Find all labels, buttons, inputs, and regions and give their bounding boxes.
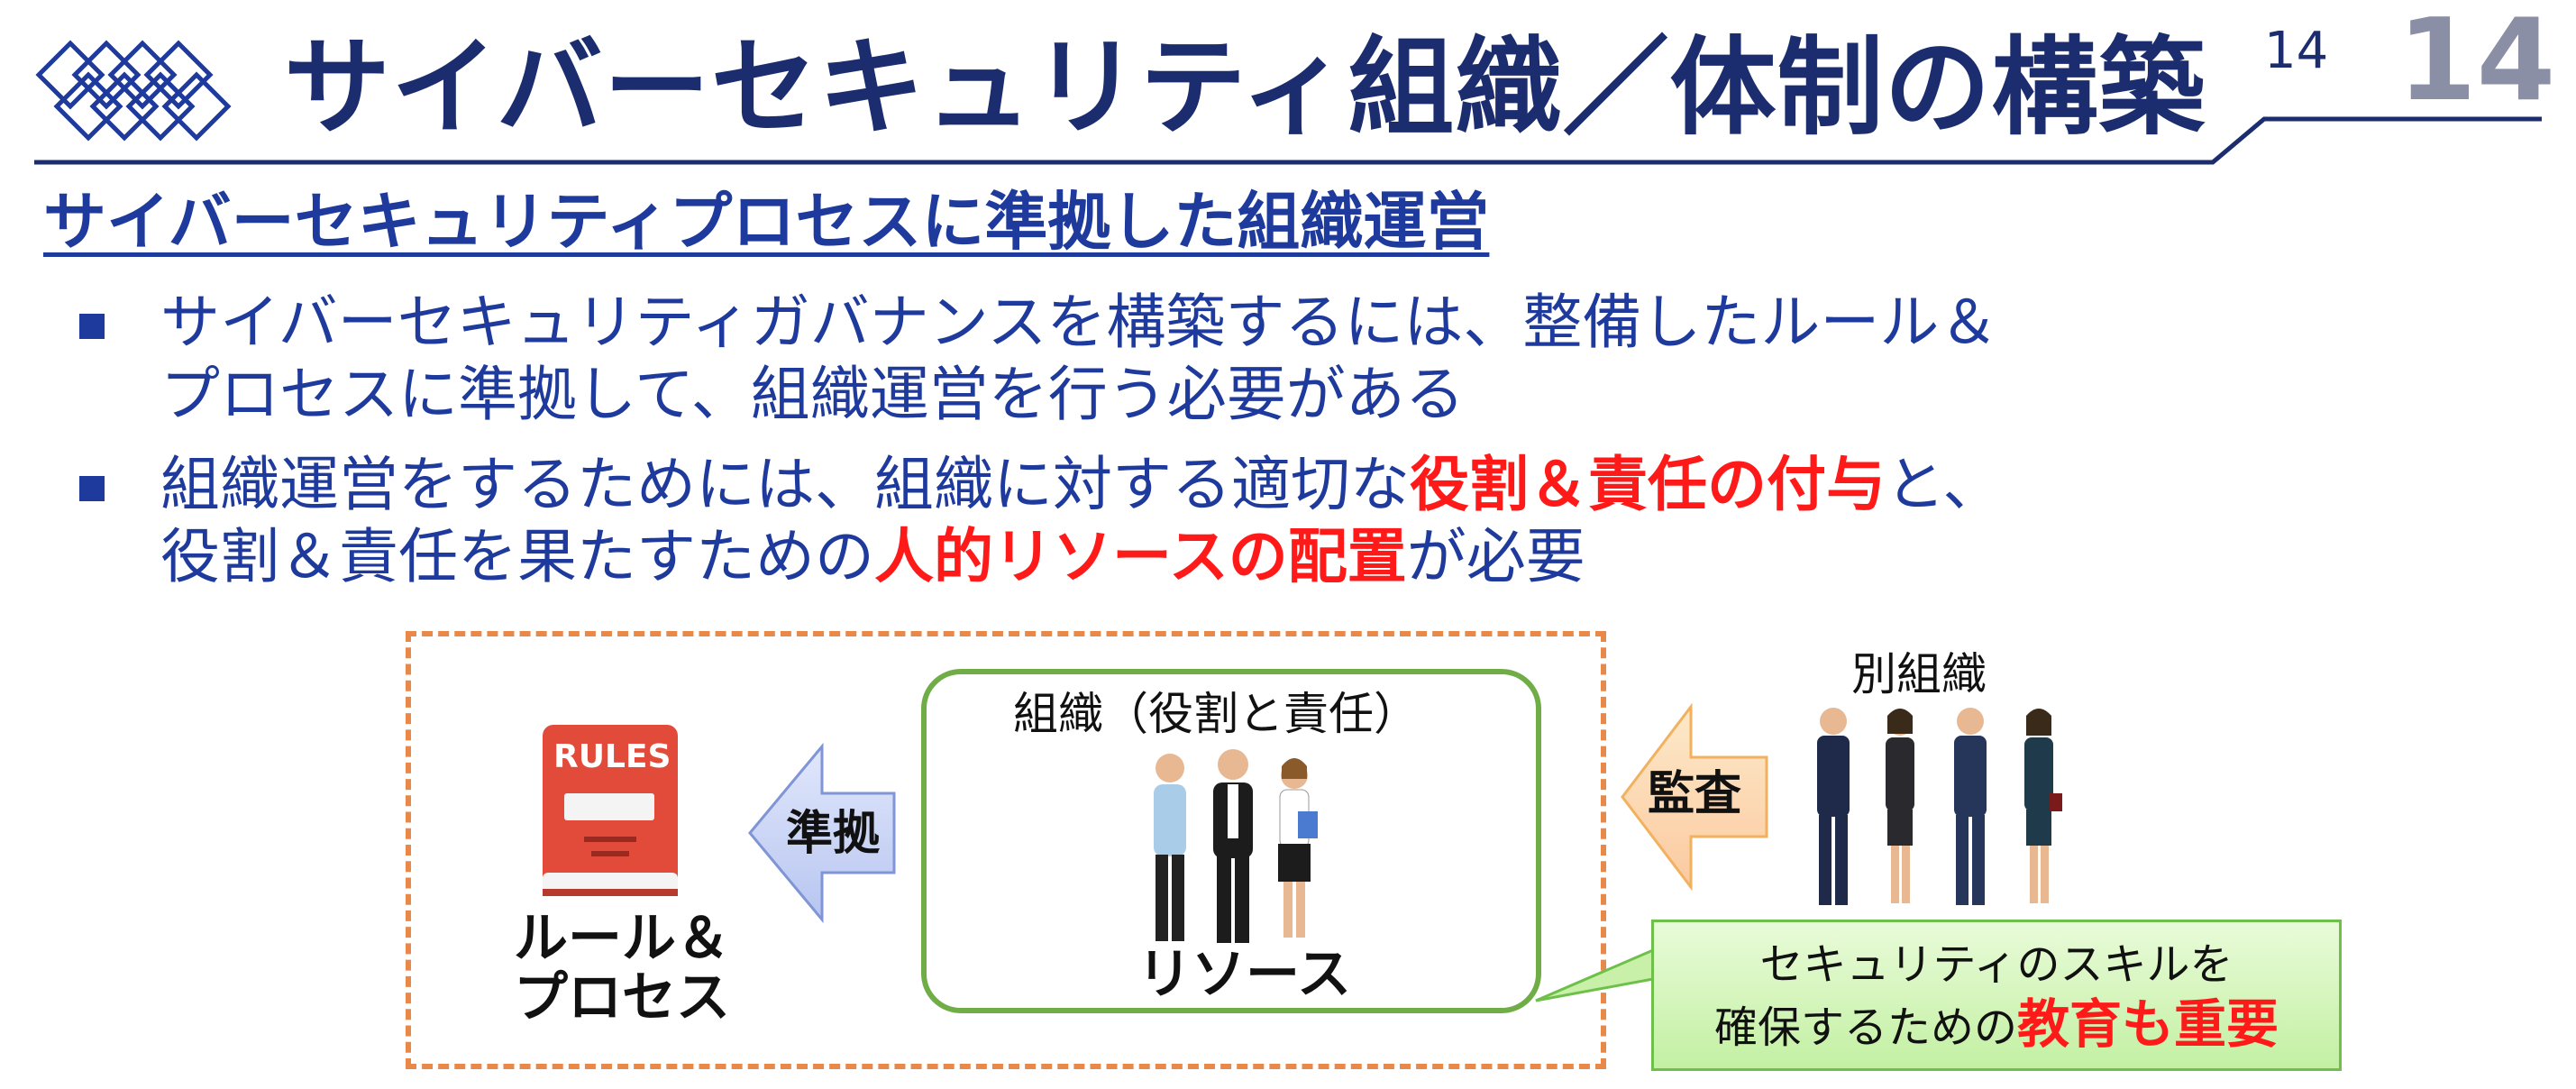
bullet-2-emphasis: 役割＆責任の付与	[1410, 450, 1886, 519]
bullet-marker	[79, 476, 105, 501]
page-number-small: 14	[2264, 22, 2329, 80]
page-title: サイバーセキュリティ組織／体制の構築	[284, 25, 2206, 150]
bullet-marker	[79, 314, 105, 339]
bullet-2-text: が必要	[1406, 522, 1585, 591]
organization-box-title: 組織（役割と責任）	[1013, 688, 1419, 740]
organization-box-caption: リソース	[1137, 943, 1351, 1006]
callout-text: 確保するための	[1713, 1002, 2017, 1053]
comply-arrow-label: 準拠	[786, 807, 881, 861]
other-organization-label: 別組織	[1851, 648, 1987, 700]
comply-arrow-icon	[748, 743, 896, 923]
bullet-2-text: と、	[1886, 450, 2003, 519]
callout-line-2: 確保するための教育も重要	[1654, 994, 2339, 1057]
organization-box	[921, 669, 1541, 1013]
audit-arrow-icon	[1621, 703, 1768, 891]
rules-caption-line-2: プロセス	[514, 966, 730, 1030]
bullet-2-text: 役割＆責任を果たすための	[160, 522, 874, 591]
logo-diamond-icon	[35, 40, 232, 142]
rules-book-label: RULES	[553, 738, 671, 775]
bullet-2-text: 組織運営をするためには、組織に対する適切な	[160, 450, 1410, 519]
callout-line-1: セキュリティのスキルを	[1759, 939, 2233, 990]
bullet-1-line-2: プロセスに準拠して、組織運営を行う必要がある	[160, 360, 1465, 429]
callout-pointer	[1535, 947, 1655, 1002]
section-subtitle: サイバーセキュリティプロセスに準拠した組織運営	[43, 185, 1490, 259]
bullet-2-line-2: 役割＆責任を果たすための人的リソースの配置が必要	[160, 521, 1585, 593]
bullet-1-line-1: サイバーセキュリティガバナンスを構築するには、整備したルール＆	[160, 288, 1999, 357]
bullet-2-emphasis: 人的リソースの配置	[874, 522, 1407, 591]
business-team-icon	[1154, 749, 1318, 943]
rules-caption-line-1: ルール＆	[514, 907, 730, 970]
dashed-frame	[406, 631, 1606, 1069]
header-rule	[34, 116, 2542, 165]
rules-book-icon	[543, 725, 678, 896]
education-callout: セキュリティのスキルを 確保するための教育も重要	[1651, 920, 2342, 1071]
page-number-large: 14	[2398, 0, 2556, 126]
business-people-group-icon	[1817, 708, 2062, 905]
callout-emphasis: 教育も重要	[2017, 993, 2279, 1055]
audit-arrow-label: 監査	[1648, 767, 1742, 821]
bullet-2-line-1: 組織運営をするためには、組織に対する適切な役割＆責任の付与と、	[160, 449, 2002, 521]
